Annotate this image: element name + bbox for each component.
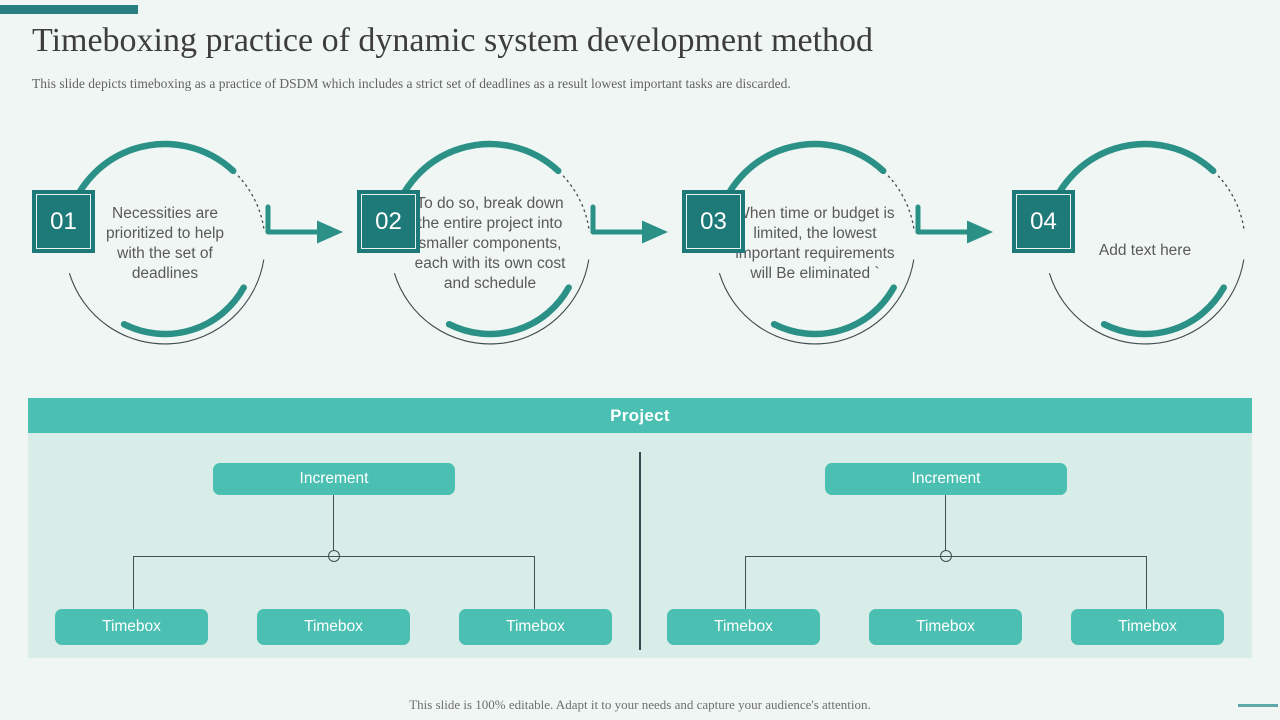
inner-arc (445, 284, 572, 338)
slide-subtitle: This slide depicts timeboxing as a pract… (32, 76, 791, 91)
connector-line (133, 557, 135, 609)
badge-inner-border (361, 194, 416, 249)
inner-arc (770, 284, 897, 338)
step-number-badge: 01 (32, 190, 95, 253)
connector-line (1146, 557, 1148, 609)
step-number-badge: 04 (1012, 190, 1075, 253)
increment-box: Increment (213, 463, 455, 495)
footer-note: This slide is 100% editable. Adapt it to… (409, 697, 871, 712)
timebox-box: Timebox (667, 609, 820, 645)
connector-line (534, 557, 536, 609)
branch-line (745, 556, 1147, 558)
increment-tree-1: Increment Timebox Timebox Timebox (28, 433, 640, 658)
badge-inner-border (36, 194, 91, 249)
dotted-arc (237, 175, 265, 232)
timebox-box: Timebox (1071, 609, 1224, 645)
badge-inner-border (686, 194, 741, 249)
thin-arc (68, 259, 265, 345)
dotted-arc (887, 175, 915, 232)
step-text: Necessities are prioritized to help with… (105, 204, 225, 283)
inner-arc (120, 284, 247, 338)
step-text: To do so, break down the entire project … (414, 194, 566, 293)
step-text: When time or budget is limited, the lowe… (735, 204, 895, 283)
bottom-accent-bar (1238, 704, 1278, 707)
add-text-placeholder[interactable]: Add text here (1098, 241, 1192, 259)
thin-arc (1048, 259, 1245, 345)
slide-title: Timeboxing practice of dynamic system de… (32, 22, 874, 59)
step-number-badge: 02 (357, 190, 420, 253)
project-header-bar: Project (28, 398, 1252, 433)
thin-arc (718, 259, 915, 345)
process-step-4: Add text here 04 (1012, 139, 1250, 349)
increment-box: Increment (825, 463, 1067, 495)
inner-arc (1100, 284, 1227, 338)
flow-arrow-icon (265, 204, 343, 244)
connector-line (333, 495, 335, 551)
flow-arrow-icon (915, 204, 993, 244)
timebox-box: Timebox (869, 609, 1022, 645)
process-step-3: When time or budget is limited, the lowe… (682, 139, 993, 349)
connector-line (745, 557, 747, 609)
step-number-badge: 03 (682, 190, 745, 253)
increment-tree-2: Increment Timebox Timebox Timebox (640, 433, 1252, 658)
branch-line (133, 556, 535, 558)
badge-inner-border (1016, 194, 1071, 249)
center-divider (639, 452, 641, 650)
thin-arc (393, 259, 590, 345)
project-panel: Increment Timebox Timebox Timebox Increm… (28, 433, 1252, 658)
flow-arrow-icon (590, 204, 668, 244)
process-step-1: Necessities are prioritized to help with… (32, 139, 343, 349)
timebox-box: Timebox (55, 609, 208, 645)
top-accent-bar (0, 5, 138, 14)
dotted-arc (562, 175, 590, 232)
process-step-2: To do so, break down the entire project … (357, 139, 668, 349)
connector-line (945, 495, 947, 551)
timebox-box: Timebox (459, 609, 612, 645)
timebox-box: Timebox (257, 609, 410, 645)
dotted-arc (1217, 175, 1245, 232)
